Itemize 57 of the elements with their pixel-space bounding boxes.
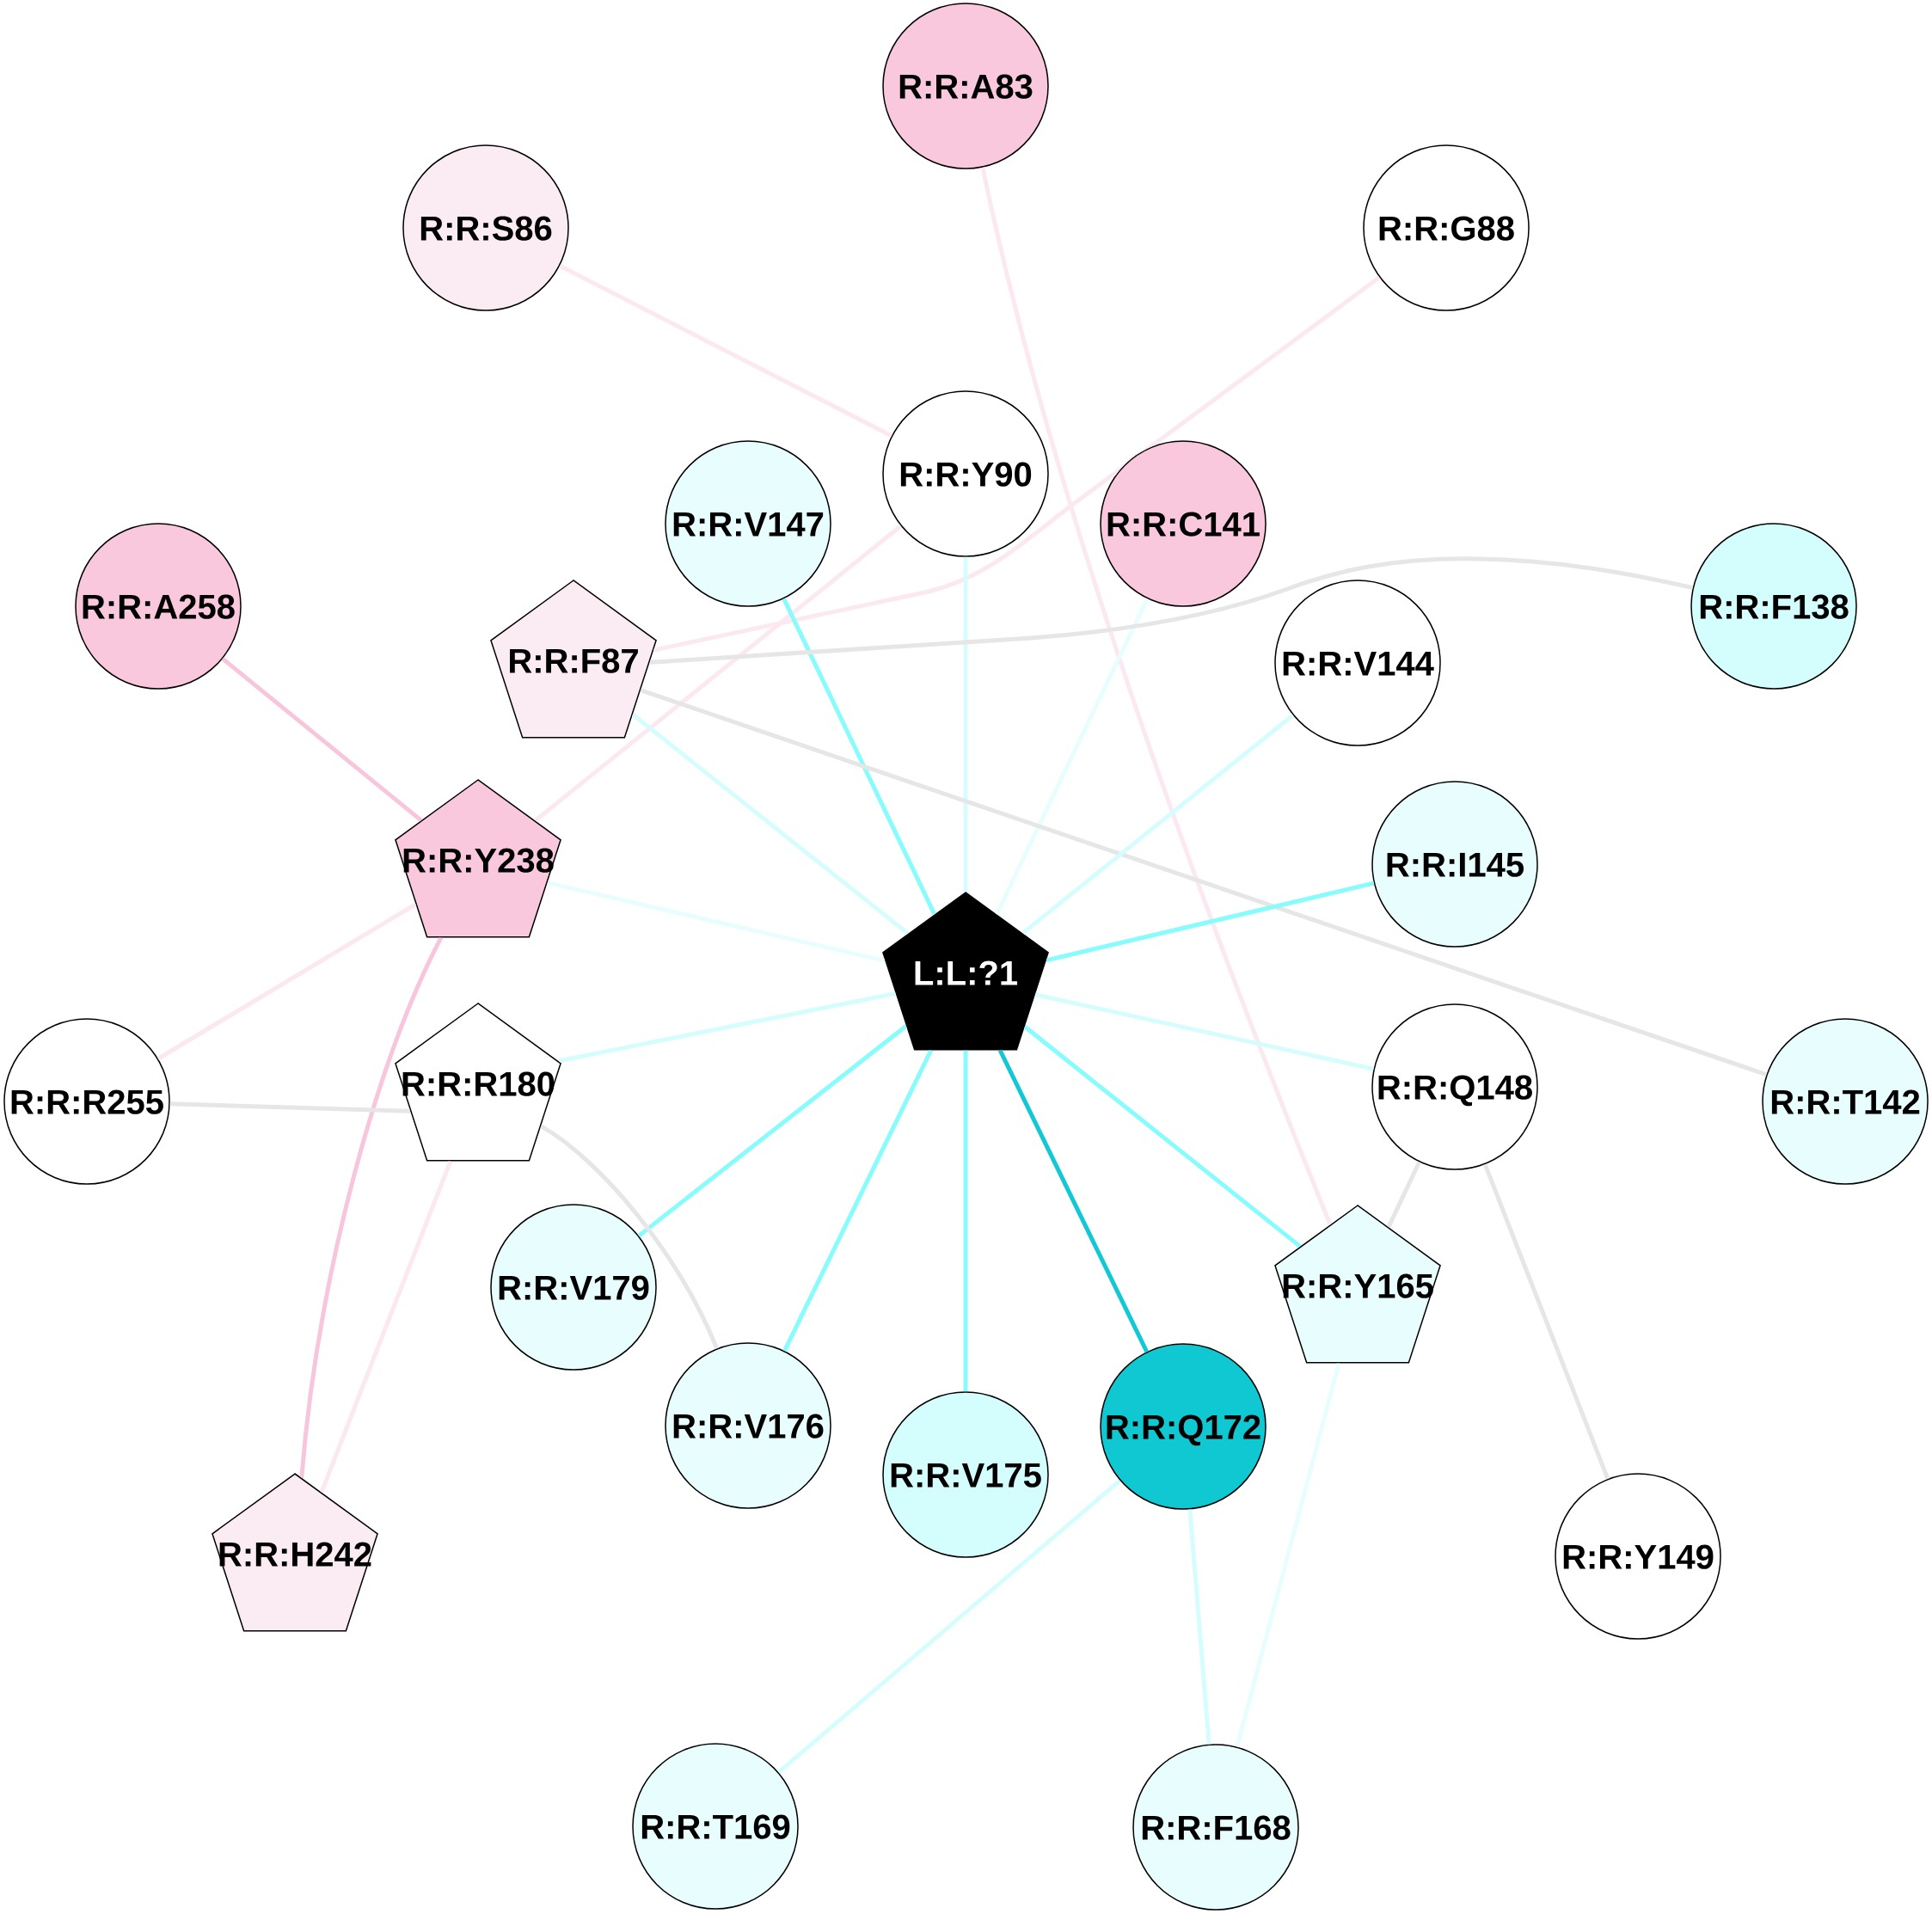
connector-line xyxy=(558,263,893,439)
pentagon-node: R:R:H242 xyxy=(212,1473,378,1632)
pentagon-node: R:R:F87 xyxy=(490,580,657,739)
circle-node: R:R:Q172 xyxy=(1100,1343,1267,1510)
circle-node: R:R:S86 xyxy=(402,144,569,311)
circle-node: R:R:A83 xyxy=(882,3,1049,169)
connector-line xyxy=(994,598,1150,916)
connector-line xyxy=(533,524,903,823)
circle-node: R:R:Q148 xyxy=(1371,1003,1538,1170)
connector-line xyxy=(631,712,910,936)
circle-node: R:R:T169 xyxy=(632,1743,799,1910)
connector-line xyxy=(1235,1362,1341,1748)
connector-line xyxy=(963,556,968,893)
circle-node: R:R:R255 xyxy=(3,1018,170,1185)
circle-node: R:R:Y149 xyxy=(1555,1473,1721,1640)
circle-node: R:R:A258 xyxy=(75,523,242,690)
circle-node: R:R:F168 xyxy=(1132,1744,1299,1911)
circle-node: R:R:V176 xyxy=(665,1342,831,1509)
connector-line xyxy=(1187,1509,1211,1745)
connector-line xyxy=(156,902,417,1061)
connector-line xyxy=(653,275,1381,653)
connector-line xyxy=(640,688,1768,1077)
connector-line xyxy=(963,1050,968,1392)
pentagon-node: R:R:Y165 xyxy=(1274,1205,1441,1364)
circle-node: R:R:V179 xyxy=(490,1204,657,1371)
connector-line xyxy=(1034,992,1375,1071)
connector-line xyxy=(319,1160,453,1494)
circle-node: R:R:Y90 xyxy=(882,390,1049,557)
connector-line xyxy=(649,556,1694,665)
connector-line xyxy=(637,1024,908,1238)
connector-line xyxy=(539,1124,720,1350)
circle-node: R:R:V175 xyxy=(882,1391,1049,1558)
connector-line xyxy=(782,598,937,916)
connector-line xyxy=(782,1049,934,1353)
circle-node: R:R:C141 xyxy=(1100,440,1267,607)
pentagon-node: R:R:R180 xyxy=(395,1003,561,1162)
connector-line xyxy=(1386,1161,1421,1229)
circle-node: R:R:G88 xyxy=(1363,144,1530,311)
circle-node: R:R:T142 xyxy=(1762,1018,1929,1185)
circle-node: R:R:I145 xyxy=(1371,781,1538,948)
pentagon-node: L:L:?1 xyxy=(882,892,1049,1051)
circle-node: R:R:F138 xyxy=(1690,523,1857,690)
connector-line xyxy=(221,657,423,823)
connector-line xyxy=(980,167,1333,1226)
connector-line xyxy=(1046,880,1375,963)
circle-node: R:R:V147 xyxy=(665,440,831,607)
connector-line xyxy=(547,880,886,963)
connector-line xyxy=(776,1478,1122,1775)
pentagon-node: R:R:Y238 xyxy=(395,779,561,938)
connector-line xyxy=(1021,713,1295,936)
connector-line xyxy=(997,1049,1149,1353)
connector-line xyxy=(169,1101,411,1113)
connector-line xyxy=(1023,1025,1302,1248)
circle-node: R:R:V144 xyxy=(1274,580,1441,746)
connector-line xyxy=(1482,1163,1610,1480)
connector-line xyxy=(299,936,444,1478)
connector-line xyxy=(558,991,897,1064)
